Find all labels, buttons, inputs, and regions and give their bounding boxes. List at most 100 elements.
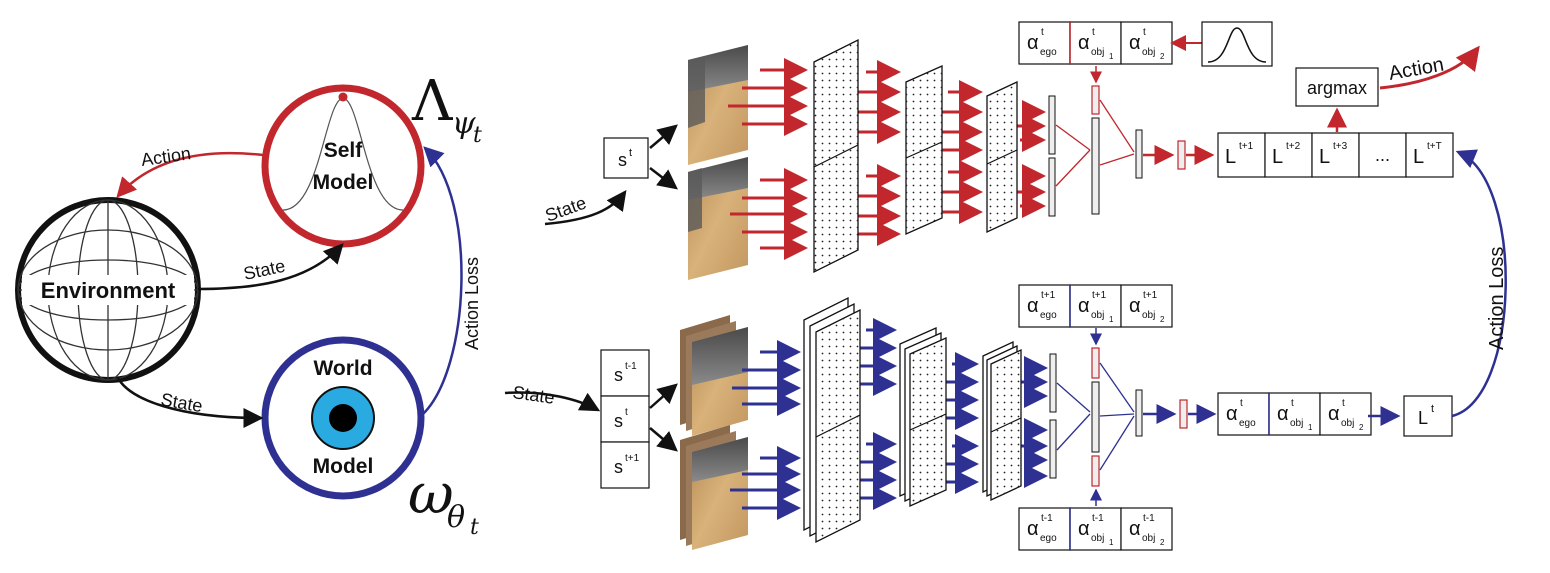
omega-symbol: ω θ t xyxy=(408,462,479,540)
split-arrow-top-2 xyxy=(649,167,678,190)
alpha-cur-sup-0: t xyxy=(1240,398,1243,409)
alpha-cur-subsub-1: 1 xyxy=(1308,423,1313,432)
s-stack-cell-2 xyxy=(600,441,650,489)
game-frame-bottom-1 xyxy=(680,315,748,436)
loss-top-sup-2: t+3 xyxy=(1333,141,1348,152)
alpha-prev-sup-1: t-1 xyxy=(1092,513,1104,524)
loss-top-sup-0: t+1 xyxy=(1239,141,1254,152)
split-arrow-top-1 xyxy=(649,124,678,149)
loss-top-sup-4: t+T xyxy=(1427,141,1442,152)
alpha-next-sub-2: obj xyxy=(1142,310,1155,321)
s-stack-cell-0 xyxy=(600,349,650,397)
world-model-node: World Model xyxy=(261,336,425,500)
alpha-prev-sub-1: obj xyxy=(1091,533,1104,544)
world-model-label-2: Model xyxy=(313,455,374,478)
alpha-next-alpha-2: α xyxy=(1129,295,1141,317)
alpha-next-sub-1: obj xyxy=(1091,310,1104,321)
loss-top-cell-0 xyxy=(1217,132,1266,178)
alpha-next-sup-1: t+1 xyxy=(1092,290,1107,301)
prior-distribution-box xyxy=(1201,21,1273,67)
alpha-top-subsub-2: 2 xyxy=(1160,52,1165,61)
omega-subsub: t xyxy=(470,515,479,540)
split-arrow-bottom-2 xyxy=(649,427,678,452)
action-out-label: Action xyxy=(1387,54,1446,85)
alpha-prev-cell-0 xyxy=(1018,507,1071,551)
world-model-label-1: World xyxy=(313,357,372,380)
alpha-prev-subsub-2: 2 xyxy=(1160,538,1165,547)
s-stack-sup-0: t-1 xyxy=(625,361,637,372)
self-model-label-2: Model xyxy=(313,171,374,194)
s-stack-sup-1: t xyxy=(625,407,628,418)
argmax-label: argmax xyxy=(1307,78,1367,98)
action-loss-arrow-left xyxy=(421,146,463,416)
omega-sub: θ xyxy=(447,500,465,535)
action-loss-arrow-right xyxy=(1451,149,1507,418)
action-loss-label-right: Action Loss xyxy=(1486,247,1508,350)
loss-top-L-4: L xyxy=(1413,146,1424,168)
alpha-prev-cell-1 xyxy=(1069,507,1122,551)
s-stack-s-0: s xyxy=(614,365,623,385)
alpha-prev-cell-2 xyxy=(1120,507,1173,551)
alpha-prev-sub-0: ego xyxy=(1040,533,1057,544)
loss-sup: t xyxy=(1431,403,1434,415)
loss-top-L-0: L xyxy=(1225,146,1236,168)
game-frame-top-2 xyxy=(688,157,748,280)
loss-top-L-1: L xyxy=(1272,146,1283,168)
omega-glyph: ω xyxy=(408,462,454,527)
conv-layer-bottom-3 xyxy=(982,340,1022,502)
conv-layer-bottom-1 xyxy=(803,296,861,544)
alpha-top-alpha-1: α xyxy=(1078,32,1090,54)
action-out-arrow xyxy=(1379,45,1480,90)
alpha-prev-sup-2: t-1 xyxy=(1143,513,1155,524)
s-stack-sup-2: t+1 xyxy=(625,453,640,464)
alpha-cur-subsub-2: 2 xyxy=(1359,423,1364,432)
s-stack-s-1: s xyxy=(614,411,623,431)
fc-bottom xyxy=(1049,328,1217,506)
lambda-sub: ψ xyxy=(452,106,476,141)
alpha-top-sub-0: ego xyxy=(1040,47,1057,58)
state-arrow-lower xyxy=(116,377,264,428)
alpha-top-cell-1 xyxy=(1069,21,1122,65)
state-arrow-top xyxy=(544,189,627,226)
alpha-top-sub-2: obj xyxy=(1142,47,1155,58)
alpha-next-sup-2: t+1 xyxy=(1143,290,1158,301)
alpha-top-cell-0 xyxy=(1018,21,1071,65)
alpha-next-sub-0: ego xyxy=(1040,310,1057,321)
alpha-cur-sub-0: ego xyxy=(1239,418,1256,429)
alpha-next-subsub-1: 1 xyxy=(1109,315,1114,324)
alpha-cur-sub-1: obj xyxy=(1290,418,1303,429)
alpha-next-cell-2 xyxy=(1120,284,1173,328)
game-frame-bottom-2 xyxy=(680,425,748,550)
conv-layer-top-3 xyxy=(986,80,1018,234)
alpha-prev-sub-2: obj xyxy=(1142,533,1155,544)
s-stack-s-2: s xyxy=(614,457,623,477)
environment-globe-icon: Environment xyxy=(15,197,201,383)
fc-top xyxy=(1048,66,1215,217)
alpha-next-cell-0 xyxy=(1018,284,1071,328)
conv-layer-top-1 xyxy=(813,38,859,274)
alpha-cur-cell-2 xyxy=(1319,392,1372,436)
s-sup: t xyxy=(629,147,632,159)
state-label-lower: State xyxy=(159,389,204,416)
loss-top-L-2: L xyxy=(1319,146,1330,168)
state-label-bottom: State xyxy=(511,382,555,408)
environment-label: Environment xyxy=(41,278,176,303)
alpha-next-sup-0: t+1 xyxy=(1041,290,1056,301)
alpha-next-subsub-2: 2 xyxy=(1160,315,1165,324)
lambda-glyph: Λ xyxy=(411,69,453,134)
alpha-top-sub-1: obj xyxy=(1091,47,1104,58)
loss-top-sup-1: t+2 xyxy=(1286,141,1301,152)
alpha-top-sup-1: t xyxy=(1092,27,1095,38)
gaussian-icon xyxy=(1207,27,1267,63)
alpha-top-alpha-2: α xyxy=(1129,32,1141,54)
alpha-top-sup-0: t xyxy=(1041,27,1044,38)
self-model-label-1: Self xyxy=(324,139,364,162)
alpha-prev-alpha-0: α xyxy=(1027,518,1039,540)
alpha-prev-alpha-1: α xyxy=(1078,518,1090,540)
